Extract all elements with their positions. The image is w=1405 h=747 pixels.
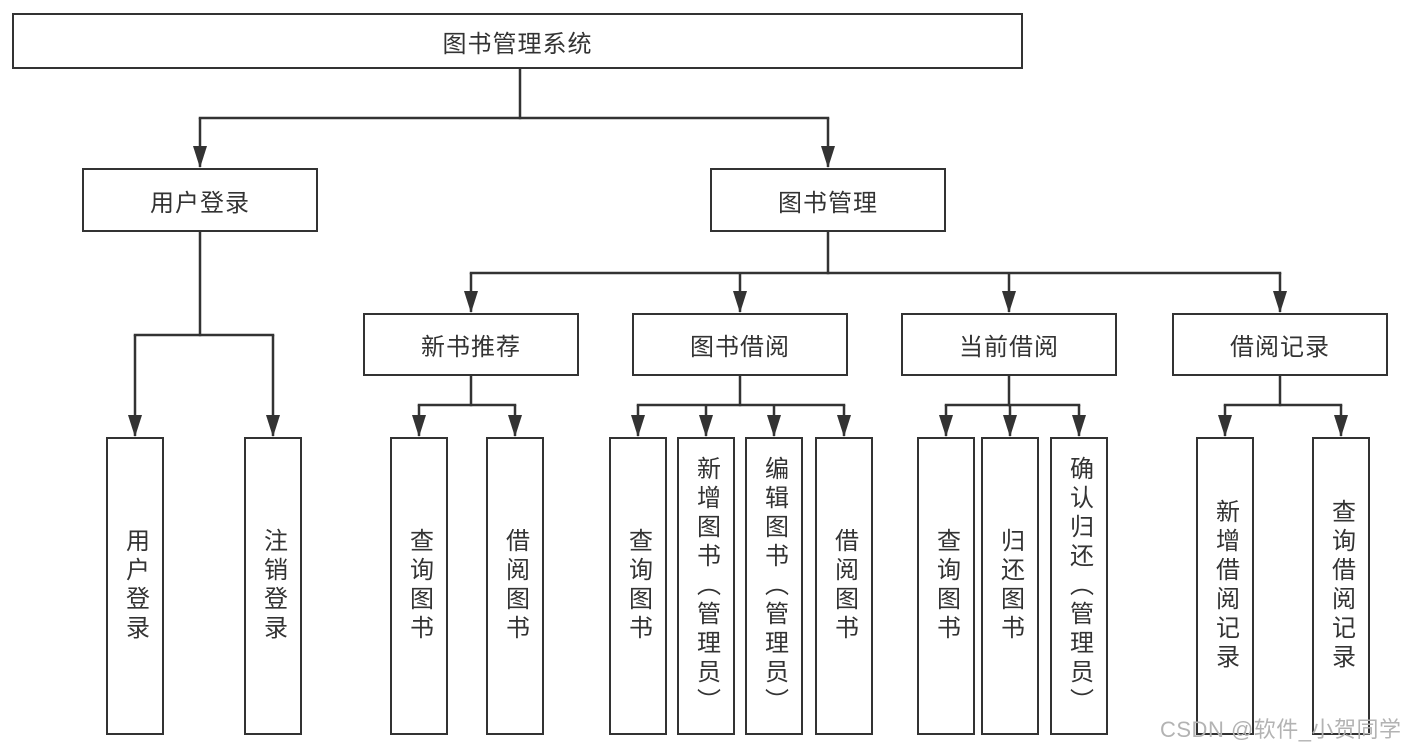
node-new-book-recommend: 新书推荐 bbox=[363, 313, 579, 376]
node-borrow-records: 借阅记录 bbox=[1172, 313, 1388, 376]
leaf-label: 编辑图书（管理员） bbox=[760, 455, 788, 717]
node-current-borrowing: 当前借阅 bbox=[901, 313, 1117, 376]
leaf-label: 借阅图书 bbox=[830, 528, 858, 644]
leaf-label: 注销登录 bbox=[259, 528, 287, 644]
node-user-login-branch: 用户登录 bbox=[82, 168, 318, 232]
leaf-newbooks-borrow: 借阅图书 bbox=[486, 437, 544, 735]
leaf-current-query: 查询图书 bbox=[917, 437, 975, 735]
leaf-user-login: 用户登录 bbox=[106, 437, 164, 735]
leaf-records-add: 新增借阅记录 bbox=[1196, 437, 1254, 735]
leaf-current-return: 归还图书 bbox=[981, 437, 1039, 735]
leaf-logout: 注销登录 bbox=[244, 437, 302, 735]
node-book-borrowing: 图书借阅 bbox=[632, 313, 848, 376]
leaf-borrowing-borrow: 借阅图书 bbox=[815, 437, 873, 735]
leaf-borrowing-query: 查询图书 bbox=[609, 437, 667, 735]
leaf-label: 借阅图书 bbox=[501, 528, 529, 644]
node-library-system: 图书管理系统 bbox=[12, 13, 1023, 69]
leaf-label: 确认归还（管理员） bbox=[1065, 455, 1093, 717]
leaf-label: 新增图书（管理员） bbox=[692, 455, 720, 717]
leaf-label: 查询图书 bbox=[405, 528, 433, 644]
leaf-borrowing-edit-admin: 编辑图书（管理员） bbox=[745, 437, 803, 735]
leaf-current-confirm-admin: 确认归还（管理员） bbox=[1050, 437, 1108, 735]
leaf-records-query: 查询借阅记录 bbox=[1312, 437, 1370, 735]
node-book-management: 图书管理 bbox=[710, 168, 946, 232]
leaf-label: 新增借阅记录 bbox=[1211, 499, 1239, 673]
leaf-label: 用户登录 bbox=[121, 528, 149, 644]
csdn-watermark: CSDN @软件_小贺同学 bbox=[1160, 717, 1402, 742]
leaf-newbooks-query: 查询图书 bbox=[390, 437, 448, 735]
leaf-borrowing-add-admin: 新增图书（管理员） bbox=[677, 437, 735, 735]
leaf-label: 查询借阅记录 bbox=[1327, 499, 1355, 673]
leaf-label: 归还图书 bbox=[996, 528, 1024, 644]
leaf-label: 查询图书 bbox=[932, 528, 960, 644]
leaf-label: 查询图书 bbox=[624, 528, 652, 644]
